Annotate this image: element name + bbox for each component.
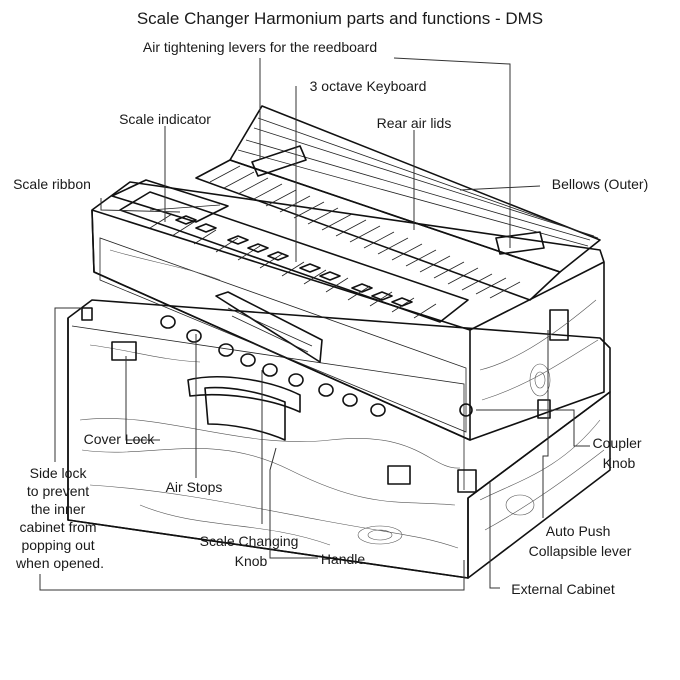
harmonium-illustration xyxy=(67,105,611,579)
label-auto-push-line: Auto Push xyxy=(546,523,611,539)
label-air-stops: Air Stops xyxy=(166,479,223,495)
external-cabinet-drawing xyxy=(67,299,611,579)
label-handle: Handle xyxy=(321,551,366,567)
label-side-lock-line: to prevent xyxy=(27,483,89,499)
label-scale-knob: Scale Changing Knob xyxy=(200,533,303,569)
air-stops-drawing xyxy=(160,315,386,417)
label-side-lock-line: popping out xyxy=(21,537,94,553)
label-auto-push: Auto Push Collapsible lever xyxy=(529,523,632,559)
label-side-lock-line: the inner xyxy=(31,501,86,517)
leader-lines xyxy=(39,57,590,591)
harmonium-body-drawing xyxy=(91,105,605,441)
label-coupler-knob: Coupler Knob xyxy=(593,435,646,471)
label-side-lock-line: cabinet from xyxy=(20,519,97,535)
label-external-cabinet: External Cabinet xyxy=(511,581,615,597)
rear-air-lids-drawing xyxy=(195,159,561,301)
label-scale-ribbon: Scale ribbon xyxy=(13,176,91,192)
label-side-lock-line: when opened. xyxy=(15,555,104,571)
label-coupler-knob-line: Coupler xyxy=(593,435,642,451)
label-scale-knob-line: Knob xyxy=(235,553,268,569)
diagram-title: Scale Changer Harmonium parts and functi… xyxy=(137,9,543,28)
label-side-lock-line: Side lock xyxy=(30,465,88,481)
label-auto-push-line: Collapsible lever xyxy=(529,543,632,559)
label-side-lock: Side lock to prevent the inner cabinet f… xyxy=(15,465,104,571)
label-scale-knob-line: Scale Changing xyxy=(200,533,299,549)
label-coupler-knob-line: Knob xyxy=(603,455,636,471)
label-cover-lock: Cover Lock xyxy=(84,431,156,447)
label-rear-air-lids: Rear air lids xyxy=(377,115,452,131)
label-keyboard: 3 octave Keyboard xyxy=(310,78,427,94)
bellows-drawing xyxy=(229,105,601,273)
label-scale-indicator: Scale indicator xyxy=(119,111,211,127)
keyboard-drawing xyxy=(119,191,469,323)
label-air-levers: Air tightening levers for the reedboard xyxy=(143,39,377,55)
label-bellows: Bellows (Outer) xyxy=(552,176,648,192)
